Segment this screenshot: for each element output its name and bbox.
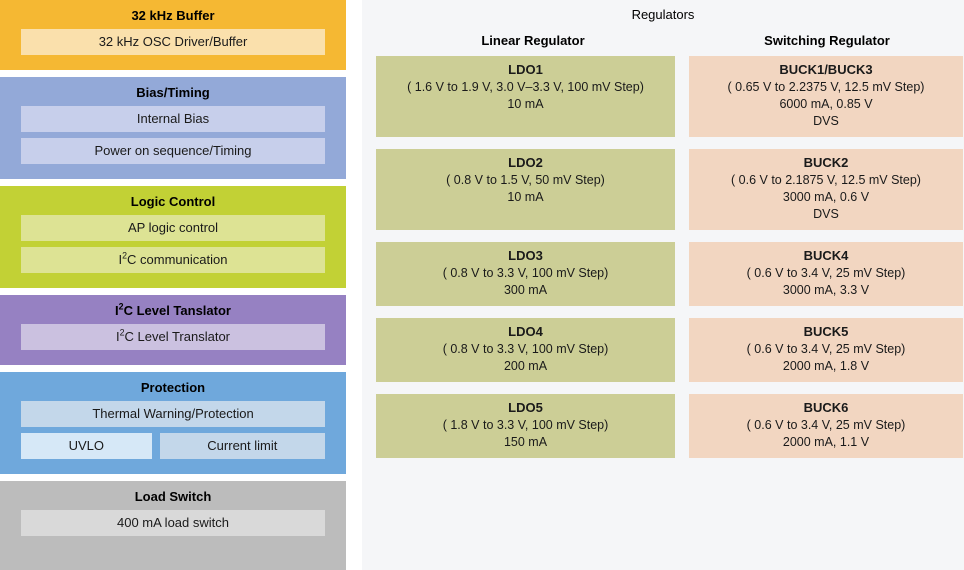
- regulator-spec-line: 10 mA: [507, 190, 544, 204]
- regulator-row: LDO3 ( 0.8 V to 3.3 V, 100 mV Step) 300 mA…: [362, 242, 964, 306]
- regulator-box-buck4[interactable]: BUCK4 ( 0.6 V to 3.4 V, 25 mV Step) 3000 m…: [689, 242, 963, 306]
- block-row: AP logic control: [21, 215, 325, 247]
- regulator-box-ldo4[interactable]: LDO4 ( 0.8 V to 3.3 V, 100 mV Step) 200 mA: [376, 318, 675, 382]
- regulator-spec-line: 10 mA: [507, 97, 544, 111]
- regulator-spec-line: ( 0.65 V to 2.2375 V, 12.5 mV Step): [727, 80, 925, 94]
- regulator-box-buck6[interactable]: BUCK6 ( 0.6 V to 3.4 V, 25 mV Step) 2000 m…: [689, 394, 963, 458]
- block-divider: [0, 474, 346, 481]
- block-row: UVLO Current limit: [21, 433, 326, 465]
- regulator-name: LDO4: [508, 324, 543, 339]
- regulator-box-ldo3[interactable]: LDO3 ( 0.8 V to 3.3 V, 100 mV Step) 300 mA: [376, 242, 675, 306]
- regulator-box-ldo1[interactable]: LDO1 ( 1.6 V to 1.9 V, 3.0 V–3.3 V, 100 m…: [376, 56, 675, 137]
- block-title-bias-timing: Bias/Timing: [136, 85, 210, 100]
- regulators-panel: Regulators Linear Regulator Switching Re…: [362, 0, 964, 570]
- regulator-box-buck5[interactable]: BUCK5 ( 0.6 V to 3.4 V, 25 mV Step) 2000 m…: [689, 318, 963, 382]
- regulator-box-ldo5[interactable]: LDO5 ( 1.8 V to 3.3 V, 100 mV Step) 150 mA: [376, 394, 675, 458]
- regulator-spec-line: ( 0.8 V to 1.5 V, 50 mV Step): [446, 173, 605, 187]
- block-row: Internal Bias: [21, 106, 325, 138]
- regulator-spec-line: ( 0.6 V to 2.1875 V, 12.5 mV Step): [731, 173, 921, 187]
- regulator-name: BUCK4: [803, 248, 849, 263]
- regulator-spec-line: DVS: [813, 114, 839, 128]
- block-title-32khz-buffer: 32 kHz Buffer: [131, 8, 215, 23]
- block-chip[interactable]: UVLO: [21, 433, 152, 459]
- regulator-row: LDO5 ( 1.8 V to 3.3 V, 100 mV Step) 150 mA…: [362, 394, 964, 458]
- regulator-spec-line: 150 mA: [503, 435, 548, 449]
- regulator-spec-line: ( 0.6 V to 3.4 V, 25 mV Step): [746, 342, 906, 356]
- block-title-protection: Protection: [140, 380, 206, 395]
- regulator-name: LDO2: [508, 155, 543, 170]
- block-row: 32 kHz OSC Driver/Buffer: [21, 29, 325, 61]
- block-row: 400 mA load switch: [21, 510, 325, 542]
- block-chip[interactable]: Current limit: [159, 433, 326, 459]
- block-title-load-switch: Load Switch: [134, 489, 212, 504]
- block-divider: [0, 365, 346, 372]
- block-chip[interactable]: 400 mA load switch: [21, 510, 325, 536]
- regulator-name: LDO5: [508, 400, 543, 415]
- regulator-name: LDO1: [508, 62, 543, 77]
- block-load-switch: Load Switch 400 mA load switch: [0, 481, 346, 570]
- regulator-name: LDO3: [508, 248, 543, 263]
- block-chip[interactable]: I2C Level Translator: [21, 324, 325, 350]
- regulator-spec-line: ( 0.8 V to 3.3 V, 100 mV Step): [442, 266, 609, 280]
- regulator-column-headers: Linear Regulator Switching Regulator: [362, 25, 964, 56]
- regulator-spec-line: ( 1.8 V to 3.3 V, 100 mV Step): [442, 418, 609, 432]
- block-row: I2C Level Translator: [21, 324, 325, 356]
- regulator-spec-line: DVS: [813, 207, 839, 221]
- block-chip[interactable]: Internal Bias: [21, 106, 325, 132]
- regulator-spec-line: 200 mA: [503, 359, 548, 373]
- regulator-name: BUCK5: [803, 324, 849, 339]
- column-header-switching-regulator: Switching Regulator: [764, 33, 890, 48]
- regulator-row: LDO4 ( 0.8 V to 3.3 V, 100 mV Step) 200 mA…: [362, 318, 964, 382]
- block-divider: [0, 288, 346, 295]
- block-chip[interactable]: AP logic control: [21, 215, 325, 241]
- block-chip[interactable]: Thermal Warning/Protection: [21, 401, 325, 427]
- regulator-row: LDO2 ( 0.8 V to 1.5 V, 50 mV Step) 10 mA BU…: [362, 149, 964, 230]
- block-title-logic-control: Logic Control: [130, 194, 216, 209]
- block-divider: [0, 70, 346, 77]
- block-row: Power on sequence/Timing: [21, 138, 325, 170]
- block-title-i2c-level-translator: I2C Level Tanslator: [115, 301, 231, 318]
- regulator-box-buck1-buck3[interactable]: BUCK1/BUCK3 ( 0.65 V to 2.2375 V, 12.5 mV…: [689, 56, 963, 137]
- regulator-spec-line: 3000 mA, 3.3 V: [782, 283, 870, 297]
- regulator-name: BUCK6: [803, 400, 849, 415]
- regulator-box-buck2[interactable]: BUCK2 ( 0.6 V to 2.1875 V, 12.5 mV Step) 3…: [689, 149, 963, 230]
- block-chip[interactable]: I2C communication: [21, 247, 325, 273]
- regulator-spec-line: 2000 mA, 1.1 V: [782, 435, 870, 449]
- regulator-spec-line: 6000 mA, 0.85 V: [779, 97, 873, 111]
- block-chip[interactable]: Power on sequence/Timing: [21, 138, 325, 164]
- regulator-box-ldo2[interactable]: LDO2 ( 0.8 V to 1.5 V, 50 mV Step) 10 mA: [376, 149, 675, 230]
- regulator-spec-line: 3000 mA, 0.6 V: [782, 190, 870, 204]
- regulator-spec-line: 2000 mA, 1.8 V: [782, 359, 870, 373]
- regulator-row: LDO1 ( 1.6 V to 1.9 V, 3.0 V–3.3 V, 100 m…: [362, 56, 964, 137]
- block-row: I2C communication: [21, 247, 325, 279]
- regulator-spec-line: ( 0.6 V to 3.4 V, 25 mV Step): [746, 418, 906, 432]
- block-32khz-buffer: 32 kHz Buffer 32 kHz OSC Driver/Buffer: [0, 0, 346, 70]
- block-chip[interactable]: 32 kHz OSC Driver/Buffer: [21, 29, 325, 55]
- block-row: Thermal Warning/Protection: [21, 401, 325, 433]
- regulator-spec-line: ( 0.8 V to 3.3 V, 100 mV Step): [442, 342, 609, 356]
- regulators-title: Regulators: [631, 7, 695, 22]
- regulator-name: BUCK1/BUCK3: [779, 62, 873, 77]
- block-divider: [0, 179, 346, 186]
- column-header-linear-regulator: Linear Regulator: [481, 33, 585, 48]
- regulator-name: BUCK2: [803, 155, 849, 170]
- regulator-rows: LDO1 ( 1.6 V to 1.9 V, 3.0 V–3.3 V, 100 m…: [362, 56, 964, 458]
- regulator-spec-line: 300 mA: [503, 283, 548, 297]
- regulator-spec-line: ( 0.6 V to 3.4 V, 25 mV Step): [746, 266, 906, 280]
- regulator-spec-line: ( 1.6 V to 1.9 V, 3.0 V–3.3 V, 100 mV St…: [407, 80, 644, 94]
